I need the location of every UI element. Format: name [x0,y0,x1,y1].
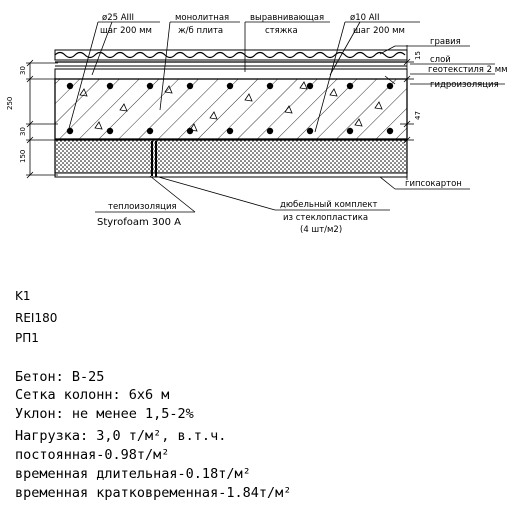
code-rei: REI180 [15,311,57,325]
insulation-leader [95,175,196,213]
gravel-layer [54,49,408,61]
rebar-dot [186,127,194,135]
dim-250: 250 [6,97,14,110]
rebar-bottom-leader [314,21,420,133]
aggregate-mark [209,111,218,120]
insulation-label: теплоизоляция [108,202,177,212]
anchor-label-line3: (4 шт/м2) [300,225,342,235]
anchor-icon [151,141,157,176]
rebar-dot [306,82,314,90]
code-rp: РП1 [15,331,39,345]
aggregate-mark [94,121,103,130]
aggregate-mark [189,123,198,132]
anchor-leader [154,175,390,211]
screed-layer [54,68,408,80]
screed-label-line1: выравнивающая [250,13,324,23]
spec-slope: Уклон: не менее 1,5-2% [15,406,194,422]
screed-label-line2: стяжка [265,26,298,36]
aggregate-mark [119,103,128,112]
aggregate-mark [354,118,363,127]
dim-30-top: 30 [19,66,27,75]
concrete-slab [54,78,408,140]
dim-15: 15 [414,51,422,60]
geotextile-and-waterproofing [55,61,407,70]
rebar-dot [146,127,154,135]
rebar-dot [306,127,314,135]
right-dimension-line [400,45,414,180]
left-dimension-line [26,59,58,179]
rebar-dot [106,127,114,135]
right-leaders [379,45,505,190]
rebar-top-diameter: ø25 AIII [102,13,134,23]
rebar-dot [66,82,74,90]
rebar-dot [346,127,354,135]
spec-column-grid: Сетка колонн: 6x6 м [15,387,169,403]
gypsum-board [54,172,408,178]
aggregate-mark [374,101,383,110]
spec-long-term-load: временная длительная-0.18т/м² [15,466,251,482]
gravel-label: гравия [430,37,461,47]
anchor-label-line1: дюбельный комплект [280,200,378,210]
anchor-label-line2: из стеклопластика [283,213,368,223]
rebar-dot [226,127,234,135]
insulation-layer [54,139,408,174]
rebar-dot [386,127,394,135]
insulation-brand: Styrofoam 300 A [97,217,181,228]
rebar-top-spacing: шаг 200 мм [100,26,152,36]
waterproofing-label: гидроизоляция [430,80,499,90]
rebar-dot [266,127,274,135]
spec-permanent-load: постоянная-0.98т/м² [15,447,169,463]
code-k1: K1 [15,289,31,303]
rebar-dot [386,82,394,90]
rebar-dot [346,82,354,90]
aggregate-mark [299,81,308,90]
aggregate-mark [244,93,253,102]
gypsum-label: гипсокартон [405,179,462,189]
slab-label-line2: ж/б плита [178,26,223,36]
rebar-dot [226,82,234,90]
dim-47: 47 [414,111,422,120]
rebar-dot [66,127,74,135]
dim-150: 150 [19,150,27,163]
rebar-dot [146,82,154,90]
layer-label: слой [430,55,451,65]
rebar-dot [106,82,114,90]
dim-30-bottom: 30 [19,127,27,136]
spec-concrete: Бетон: B-25 [15,369,104,385]
geotextile-label: геотекстиля 2 мм [428,65,508,75]
rebar-dot [266,82,274,90]
aggregate-mark [79,88,88,97]
aggregate-mark [284,105,293,114]
aggregate-mark [329,88,338,97]
rebar-dot [186,82,194,90]
screed-leader [244,21,330,72]
slab-leader [159,21,240,111]
spec-load: Нагрузка: 3,0 т/м², в.т.ч. [15,428,226,444]
spec-short-term-load: временная кратковременная-1.84т/м² [15,485,291,501]
slab-label-line1: монолитная [175,13,229,23]
rebar-top-leader [67,21,160,133]
rebar-bottom-spacing: шаг 200 мм [353,26,405,36]
rebar-bottom-diameter: ø10 AII [350,13,380,23]
aggregate-mark [164,85,173,94]
